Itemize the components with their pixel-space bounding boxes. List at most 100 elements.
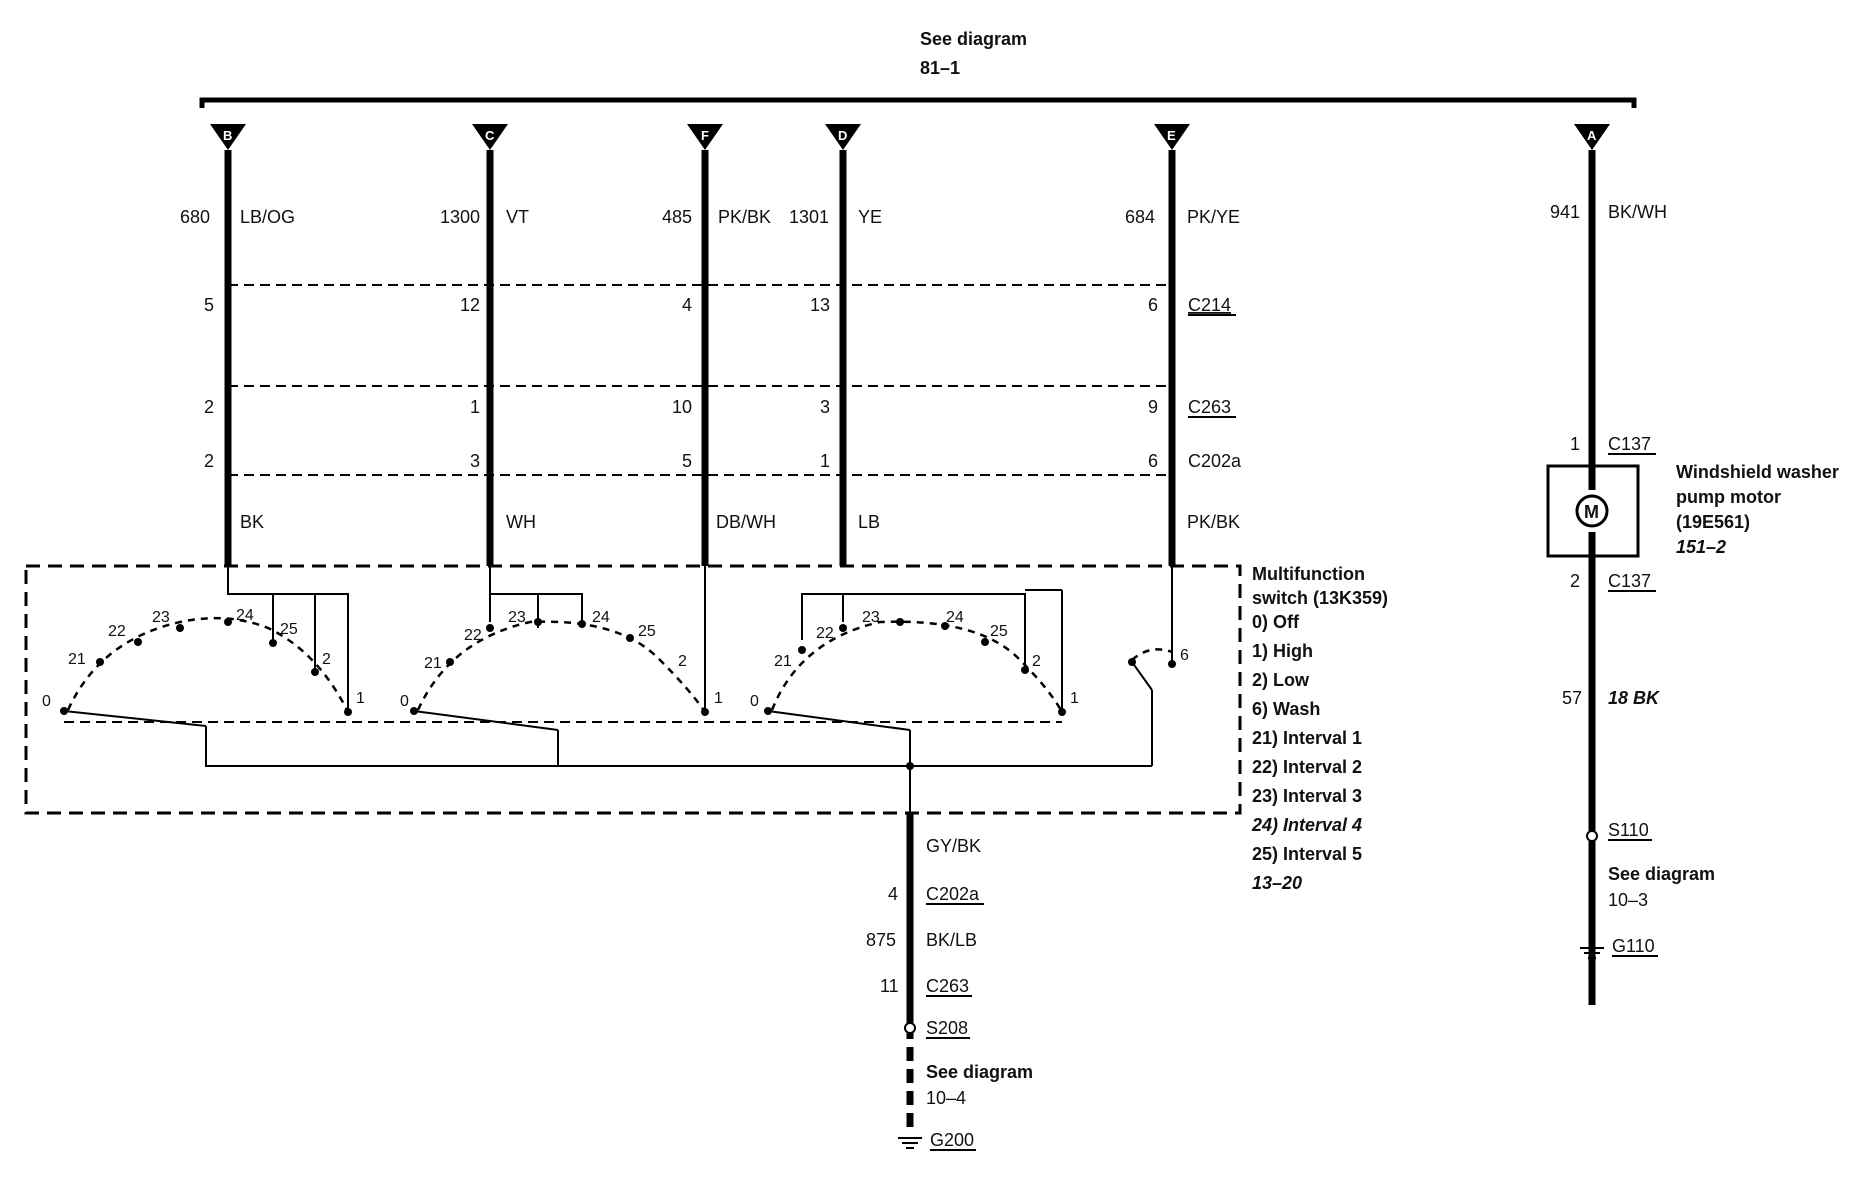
gb-c202a-pin: 4: [888, 884, 898, 904]
multifunction-switch-box: [24, 564, 1242, 815]
pump-c137-pin-bottom: 2: [1570, 571, 1580, 591]
motor-symbol: M: [1584, 502, 1599, 522]
g1-pos-0: 0: [42, 693, 51, 710]
g1-pos-21: 21: [68, 651, 86, 668]
circuit-f: 485: [662, 207, 692, 227]
legend-2: 2) Low: [1252, 670, 1310, 690]
g4-pos-6: 6: [1180, 647, 1189, 664]
gb-splice: S208: [926, 1018, 968, 1038]
c263-pin-e: 9: [1148, 397, 1158, 417]
pump-color: BK/WH: [1608, 202, 1667, 222]
connector-letter-c: C: [485, 128, 495, 143]
g3-pos-22: 22: [816, 625, 834, 642]
gb-c202a: C202a: [926, 884, 980, 904]
g1-pos-23: 23: [152, 609, 170, 626]
c263-pin-b: 2: [204, 397, 214, 417]
motor-icon: [1575, 494, 1609, 528]
c202a-pin-f: 5: [682, 451, 692, 471]
pump-c137-bottom: C137: [1608, 571, 1651, 591]
connector-triangle-d: [825, 124, 861, 150]
switch-legend: Multifunction switch (13K359) 0) Off 1) …: [1251, 564, 1388, 893]
g3-pos-23: 23: [862, 609, 880, 626]
switch-title-1: Multifunction: [1252, 564, 1365, 584]
gb-splice-dot: [904, 1022, 916, 1034]
switch-group-2: 0 21 22 23 24 25 2 1: [400, 566, 723, 716]
g1-pos-2: 2: [322, 651, 331, 668]
circuit-e: 684: [1125, 207, 1155, 227]
g1-pos-22: 22: [108, 623, 126, 640]
column-c: C 1300 VT 12 1 3 WH: [440, 124, 536, 566]
color-e: PK/YE: [1187, 207, 1240, 227]
g3-pos-2: 2: [1032, 653, 1041, 670]
gb-circuit: 875: [866, 930, 896, 950]
c214-pin-d: 13: [810, 295, 830, 315]
pump-see-line1: See diagram: [1608, 864, 1715, 884]
top-ref-line1: See diagram: [920, 29, 1027, 49]
lower-color-e: PK/BK: [1187, 512, 1240, 532]
gb-color2: BK/LB: [926, 930, 977, 950]
legend-22: 22) Interval 2: [1252, 757, 1362, 777]
color-c: VT: [506, 207, 529, 227]
pump-see-line2: 10–3: [1608, 890, 1648, 910]
connector-letter-a: A: [1587, 128, 1597, 143]
circuit-b: 680: [180, 207, 210, 227]
c214-pin-f: 4: [682, 295, 692, 315]
pump-branch: A 941 BK/WH 1 C137 M Windshield washer p…: [1546, 124, 1839, 1005]
motor-title1: Windshield washer: [1676, 462, 1839, 482]
g2-pos-23: 23: [508, 609, 526, 626]
legend-24: 24) Interval 4: [1251, 815, 1362, 835]
pump-ground: G110: [1612, 936, 1655, 956]
g2-pos-25: 25: [638, 623, 656, 640]
gb-see-line2: 10–4: [926, 1088, 966, 1108]
top-bus-bracket: [199, 97, 1637, 108]
c214-pin-c: 12: [460, 295, 480, 315]
connector-triangle-c: [472, 124, 508, 150]
circuit-c: 1300: [440, 207, 480, 227]
g3-pos-25: 25: [990, 623, 1008, 640]
gb-ground: G200: [930, 1130, 974, 1150]
ground-branch: GY/BK 4 C202a 875 BK/LB 11 C263 S208 See…: [866, 813, 1033, 1151]
legend-23: 23) Interval 3: [1252, 786, 1362, 806]
gb-see-line1: See diagram: [926, 1062, 1033, 1082]
gb-c263: C263: [926, 976, 969, 996]
gb-color1: GY/BK: [926, 836, 981, 856]
pump-circuit2: 57: [1562, 688, 1582, 708]
connector-letter-b: B: [223, 128, 232, 143]
c263-pin-f: 10: [672, 397, 692, 417]
pump-c137-pin-top: 1: [1570, 434, 1580, 454]
c202a-pin-b: 2: [204, 451, 214, 471]
pump-splice: S110: [1608, 820, 1649, 840]
switch-group-3: 0 21 22 23 24 25 2 1: [750, 589, 1079, 716]
motor-part: (19E561): [1676, 512, 1750, 532]
color-f: PK/BK: [718, 207, 771, 227]
column-e: E 684 PK/YE 6 9 6 PK/BK: [1125, 124, 1240, 566]
switch-group-1: 0 21 22 23 24 25 2 1: [42, 566, 365, 716]
column-d: D 1301 YE 13 3 1 LB: [789, 124, 882, 566]
connector-triangle-b: [210, 124, 246, 150]
c263-pin-c: 1: [470, 397, 480, 417]
legend-0: 0) Off: [1252, 612, 1300, 632]
g2-pos-0: 0: [400, 693, 409, 710]
c214-label: C214: [1188, 295, 1231, 315]
color-d: YE: [858, 207, 882, 227]
c214-pin-e: 6: [1148, 295, 1158, 315]
motor-ref: 151–2: [1676, 537, 1726, 557]
g1-pos-1: 1: [356, 690, 365, 707]
switch-common-bus: [63, 710, 1152, 813]
g1-pos-24: 24: [236, 607, 254, 624]
c263-pin-d: 3: [820, 397, 830, 417]
c202a-label: C202a: [1188, 451, 1242, 471]
c202a-pin-e: 6: [1148, 451, 1158, 471]
g2-pos-22: 22: [464, 627, 482, 644]
pump-splice-dot: [1586, 830, 1598, 842]
legend-25: 25) Interval 5: [1252, 844, 1362, 864]
c202a-pin-d: 1: [820, 451, 830, 471]
g2-pos-24: 24: [592, 609, 610, 626]
legend-21: 21) Interval 1: [1252, 728, 1362, 748]
top-ref-line2: 81–1: [920, 58, 960, 78]
lower-color-f: DB/WH: [716, 512, 776, 532]
connector-triangle-a: [1574, 124, 1610, 150]
switch-ref: 13–20: [1252, 873, 1302, 893]
g2-pos-1: 1: [714, 690, 723, 707]
